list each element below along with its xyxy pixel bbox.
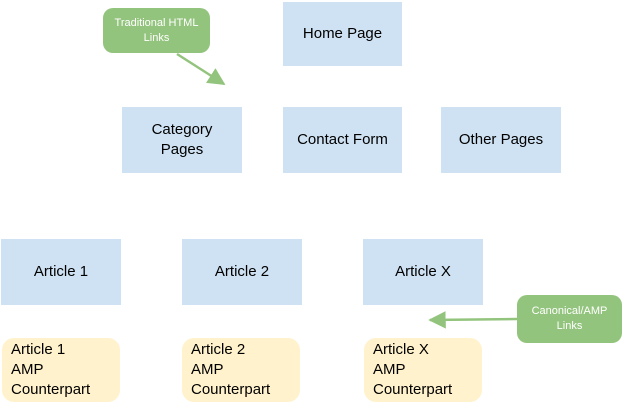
callout-canonical-amp-links: Canonical/AMP Links bbox=[517, 295, 622, 343]
node-article-x: Article X bbox=[363, 239, 483, 305]
traditional-html-links-arrow bbox=[176, 52, 226, 86]
node-category-pages: Category Pages bbox=[122, 107, 242, 173]
node-other-pages: Other Pages bbox=[441, 107, 561, 173]
node-article-x-amp-counterpart: Article X AMP Counterpart bbox=[364, 338, 482, 402]
node-home-page: Home Page bbox=[283, 2, 402, 66]
node-article-2: Article 2 bbox=[182, 239, 302, 305]
callout-traditional-html-links: Traditional HTML Links bbox=[103, 8, 210, 53]
node-contact-form: Contact Form bbox=[283, 107, 402, 173]
node-article-2-amp-counterpart: Article 2 AMP Counterpart bbox=[182, 338, 300, 402]
node-article-1-amp-counterpart: Article 1 AMP Counterpart bbox=[2, 338, 120, 402]
canonical-amp-links-arrow bbox=[428, 311, 518, 329]
node-article-1: Article 1 bbox=[1, 239, 121, 305]
